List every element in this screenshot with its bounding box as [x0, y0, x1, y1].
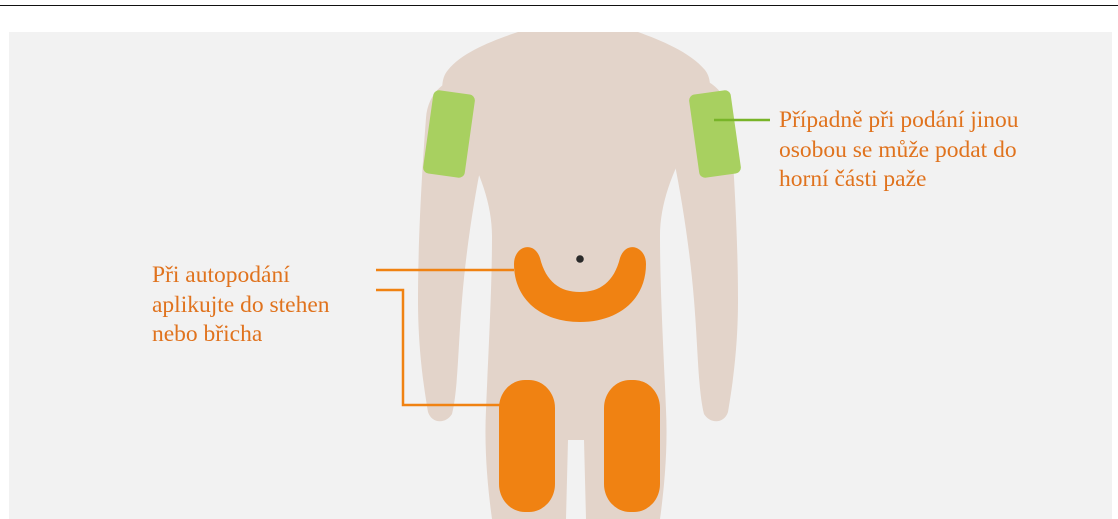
thigh-zone-left — [499, 380, 555, 512]
leg-gap — [566, 440, 586, 519]
arm-site-label: Případně při podání jinou osobou se může… — [779, 106, 1019, 195]
thigh-zone-right — [604, 380, 660, 512]
navel-dot-icon — [576, 255, 584, 263]
self-injection-label: Při autopodání aplikujte do stehen nebo … — [152, 261, 330, 350]
